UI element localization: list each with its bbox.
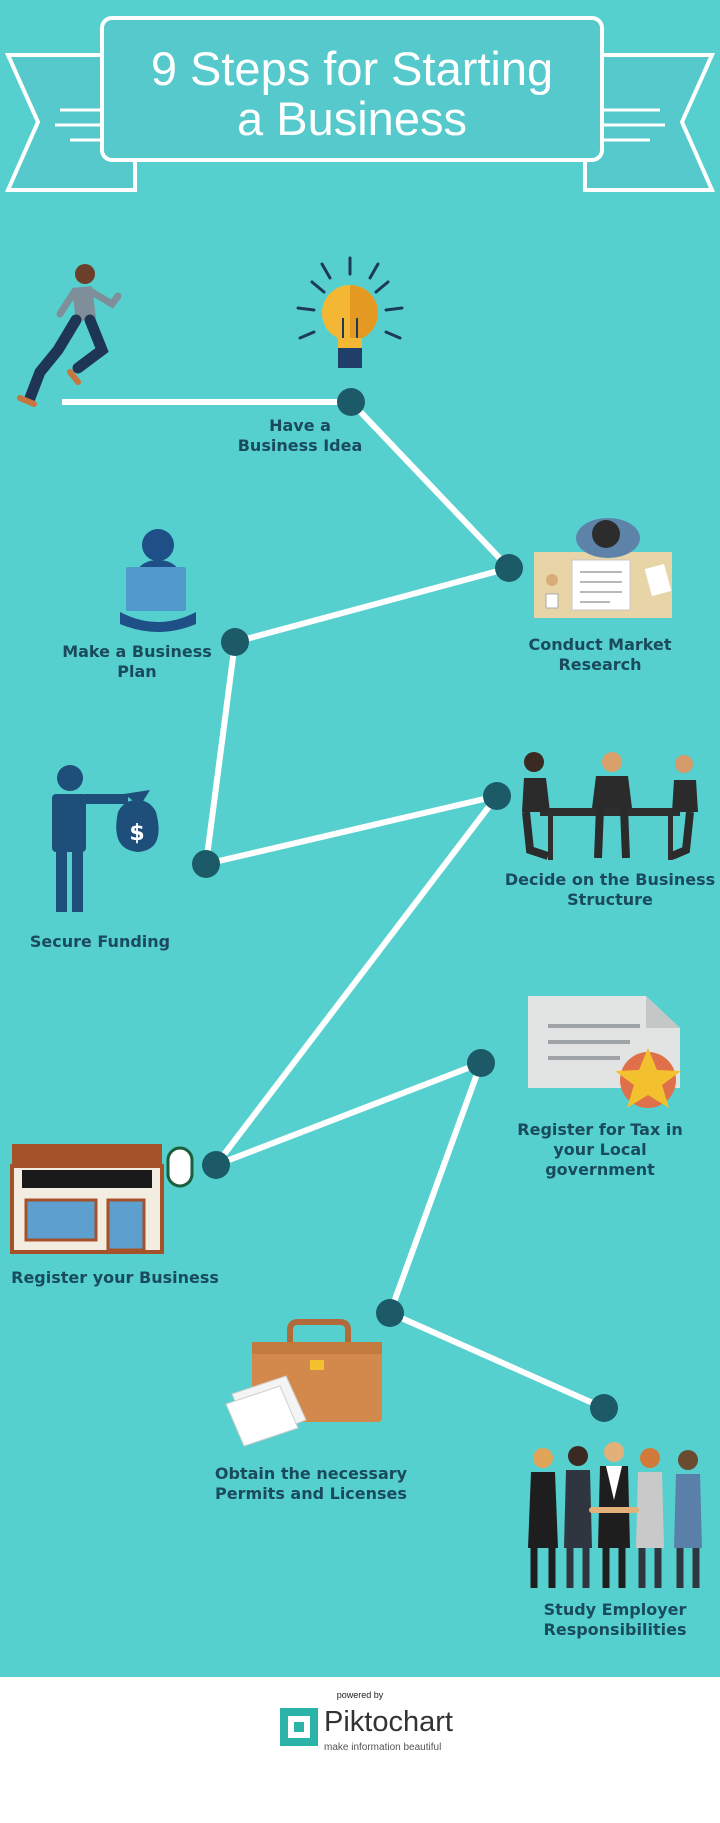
step-node-3 — [221, 628, 249, 656]
step-node-5 — [483, 782, 511, 810]
team-handshake-icon — [528, 1442, 702, 1588]
step-node-2 — [495, 554, 523, 582]
page-title-line-1: 9 Steps for Starting — [150, 42, 554, 95]
money-bag-icon: $ — [52, 765, 159, 912]
piktochart-logo-icon — [280, 1708, 318, 1746]
step-node-6 — [467, 1049, 495, 1077]
brand-name[interactable]: Piktochart — [324, 1706, 453, 1738]
brand-tagline: make information beautiful — [324, 1742, 442, 1753]
journey-path — [62, 399, 606, 1411]
step-nodes — [192, 388, 618, 1422]
laptop-person-icon — [120, 529, 196, 632]
step-4-label: Secure Funding — [29, 932, 171, 951]
running-woman-icon — [17, 264, 122, 407]
title-banner — [4, 16, 716, 192]
certificate-icon — [528, 996, 681, 1108]
infographic-background — [0, 0, 720, 1677]
meeting-table-icon — [522, 752, 698, 860]
step-node-8 — [376, 1299, 404, 1327]
footer-background — [0, 1677, 720, 1823]
storefront-icon — [10, 1144, 194, 1254]
powered-by-text: powered by — [336, 1690, 384, 1700]
banner-right-ribbon — [583, 53, 716, 192]
step-node-9 — [590, 1394, 618, 1422]
briefcase-icon — [225, 1319, 382, 1447]
lightbulb-icon — [296, 256, 404, 368]
page-title-line-2: a Business — [237, 92, 467, 145]
step-node-7 — [202, 1151, 230, 1179]
banner-center-box — [100, 16, 604, 162]
svg-text:$: $ — [129, 821, 144, 846]
desk-research-icon — [534, 518, 672, 618]
step-node-4 — [192, 850, 220, 878]
banner-right-lines — [602, 108, 665, 142]
step-node-1 — [337, 388, 365, 416]
step-7-label: Register your Business — [11, 1268, 219, 1287]
